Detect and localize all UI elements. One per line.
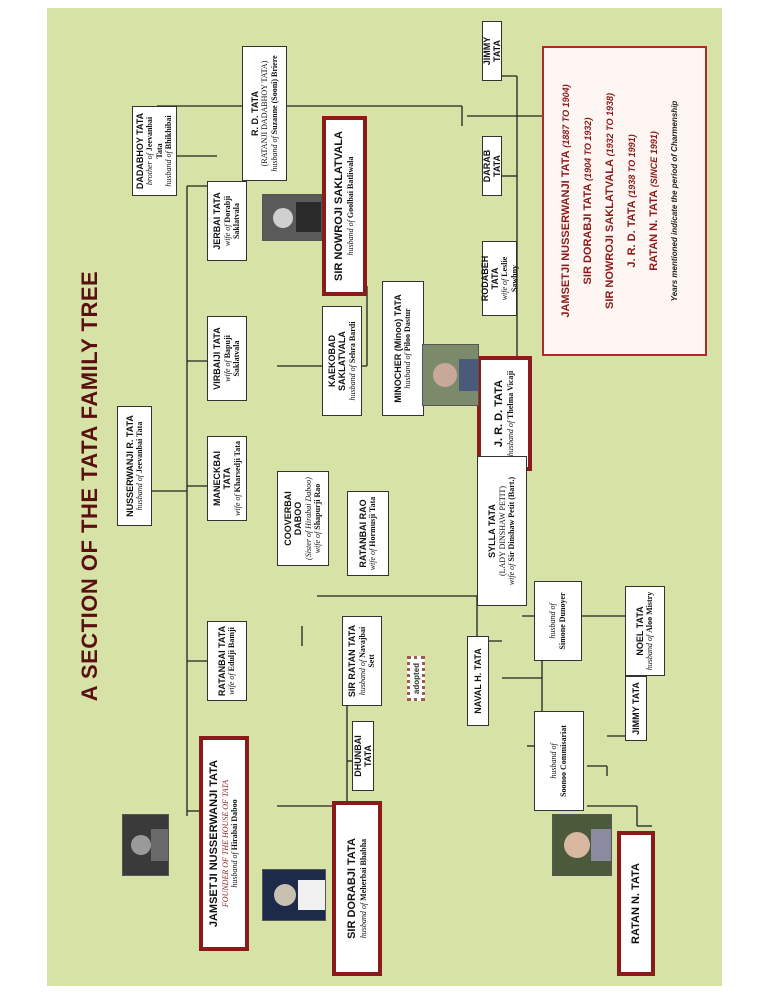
person-kaekobad-saklatvala: KAEKOBAD SAKLATVALA husband of Sehra Bar… <box>322 306 362 416</box>
person-name: RODABEH TATA <box>479 255 500 302</box>
person-minocher-tata: MINOCHER (Minoo) TATA husband of Piloo D… <box>382 281 424 416</box>
person-naval-tata: NAVAL H. TATA <box>467 636 489 726</box>
person-name: KAEKOBAD SAKLATVALA <box>326 331 348 391</box>
person-name: VIRBAIJI TATA <box>212 327 223 390</box>
person-name: DHUNBAI TATA <box>352 735 373 777</box>
person-name: SIR NOWROJI SAKLATVALA <box>333 131 346 281</box>
legend-item-1: JAMSETJI NUSSERWANJI TATA (1887 TO 1904) <box>560 84 572 318</box>
person-name: MANECKBAI TATA <box>211 451 233 506</box>
chairmanship-legend: JAMSETJI NUSSERWANJI TATA (1887 TO 1904)… <box>542 46 707 356</box>
person-rd-tata: R. D. TATA (RATANJI DADABHOY TATA) husba… <box>242 46 287 181</box>
person-virbaiji-tata: VIRBAIJI TATA wife of Bapuji Saklatvala <box>207 316 247 401</box>
person-maneckbai-tata: MANECKBAI TATA wife of Kharsedji Tata <box>207 436 247 521</box>
person-name: JIMMY TATA <box>481 36 502 66</box>
person-name: J. R. D. TATA <box>493 379 506 448</box>
person-name: NOEL TATA <box>635 606 646 656</box>
person-name: RATANBAI TATA <box>217 625 228 697</box>
person-name: R. D. TATA <box>249 91 260 136</box>
spouse-simone-dunoyer: husband of Simone Dunoyer <box>534 581 582 661</box>
person-name: JIMMY TATA <box>630 682 641 735</box>
person-name: SIR RATAN TATA <box>347 624 358 698</box>
person-ratanbai-tata: RATANBAI TATA wife of Edulji Bamji <box>207 621 247 701</box>
legend-item-3: SIR NOWROJI SAKLATVALA (1932 TO 1938) <box>604 93 616 309</box>
person-sir-dorabji-tata: SIR DORABJI TATA husband of Meherbai Bha… <box>332 801 382 976</box>
person-name: RATANBAI RAO <box>358 499 369 568</box>
spouse-soonoo-commisariat: husband of Soonoo Commisariat <box>534 711 584 811</box>
person-sir-ratan-tata: SIR RATAN TATA husband of Navajbai Sett <box>342 616 382 706</box>
portrait-nowroji <box>262 194 322 241</box>
person-noel-tata: NOEL TATA husband of Aloo Mistry <box>625 586 665 676</box>
legend-item-2: SIR DORABJI TATA (1904 TO 1932) <box>582 117 594 285</box>
person-nowroji-saklatvala: SIR NOWROJI SAKLATVALA husband of Goolba… <box>322 116 367 296</box>
person-jamsetji-tata: JAMSETJI NUSSERWANJI TATA FOUNDER OF THE… <box>199 736 249 951</box>
legend-item-5: RATAN N. TATA (SINCE 1991) <box>648 131 660 271</box>
person-sylla-tata: SYLLA TATA (LADY DINSHAW PETIT) wife of … <box>477 456 527 606</box>
portrait-dorabji <box>262 869 326 921</box>
person-name: MINOCHER (Minoo) TATA <box>393 294 404 403</box>
person-jrd-tata: J. R. D. TATA husband of Thelma Vicaji <box>477 356 532 471</box>
person-name: DADABHOY TATA <box>134 112 145 190</box>
person-name: COOVERBAI DABOO <box>283 491 304 546</box>
adopted-marker: adopted <box>407 656 425 701</box>
person-jimmy-tata-low: JIMMY TATA <box>625 676 647 741</box>
person-darab-tata: DARAB TATA <box>482 136 502 196</box>
person-jerbai-tata: JERBAI TATA wife of Dorabji Saklatvala <box>207 181 247 261</box>
person-ratanbai-rao: RATANBAI RAO wife of Hormusji Tata <box>347 491 389 576</box>
person-name: JERBAI TATA <box>212 192 223 250</box>
portrait-jrd <box>422 344 479 406</box>
person-name: SYLLA TATA <box>487 504 498 558</box>
person-ratan-n-tata: RATAN N. TATA <box>617 831 655 976</box>
person-name: JAMSETJI NUSSERWANJI TATA <box>208 759 221 928</box>
legend-item-4: J. R. D. TATA (1938 TO 1991) <box>626 134 638 268</box>
person-name: DARAB TATA <box>481 149 502 183</box>
person-nusserwanji-tata: NUSSERWANJI R. TATA husband of Jeevanbai… <box>117 406 152 526</box>
person-jimmy-tata-top: JIMMY TATA <box>482 21 502 81</box>
person-rodabeh-tata: RODABEH TATA wife of Leslie Sawhny <box>479 241 519 316</box>
portrait-jamsetji <box>122 814 169 876</box>
family-tree-canvas: A SECTION OF THE TATA FAMILY TREE DADABH… <box>47 8 722 986</box>
page-title: A SECTION OF THE TATA FAMILY TREE <box>77 270 102 702</box>
person-dhunbai-tata: DHUNBAI TATA <box>352 721 374 791</box>
legend-note: Years mentioned indicate the period of C… <box>670 100 679 302</box>
person-name: SIR DORABJI TATA <box>345 838 358 939</box>
person-name: NAVAL H. TATA <box>472 648 483 714</box>
family-tree-sheet: A SECTION OF THE TATA FAMILY TREE DADABH… <box>47 8 722 986</box>
portrait-ratan-n <box>552 814 612 876</box>
person-dadabhoy-tata: DADABHOY TATA brother of Jeevanbai Tata … <box>132 106 177 196</box>
person-name: RATAN N. TATA <box>629 863 642 944</box>
person-name: NUSSERWANJI R. TATA <box>124 415 135 517</box>
person-cooverbai-daboo: COOVERBAI DABOO (Sister of Hirabai Daboo… <box>277 471 329 566</box>
